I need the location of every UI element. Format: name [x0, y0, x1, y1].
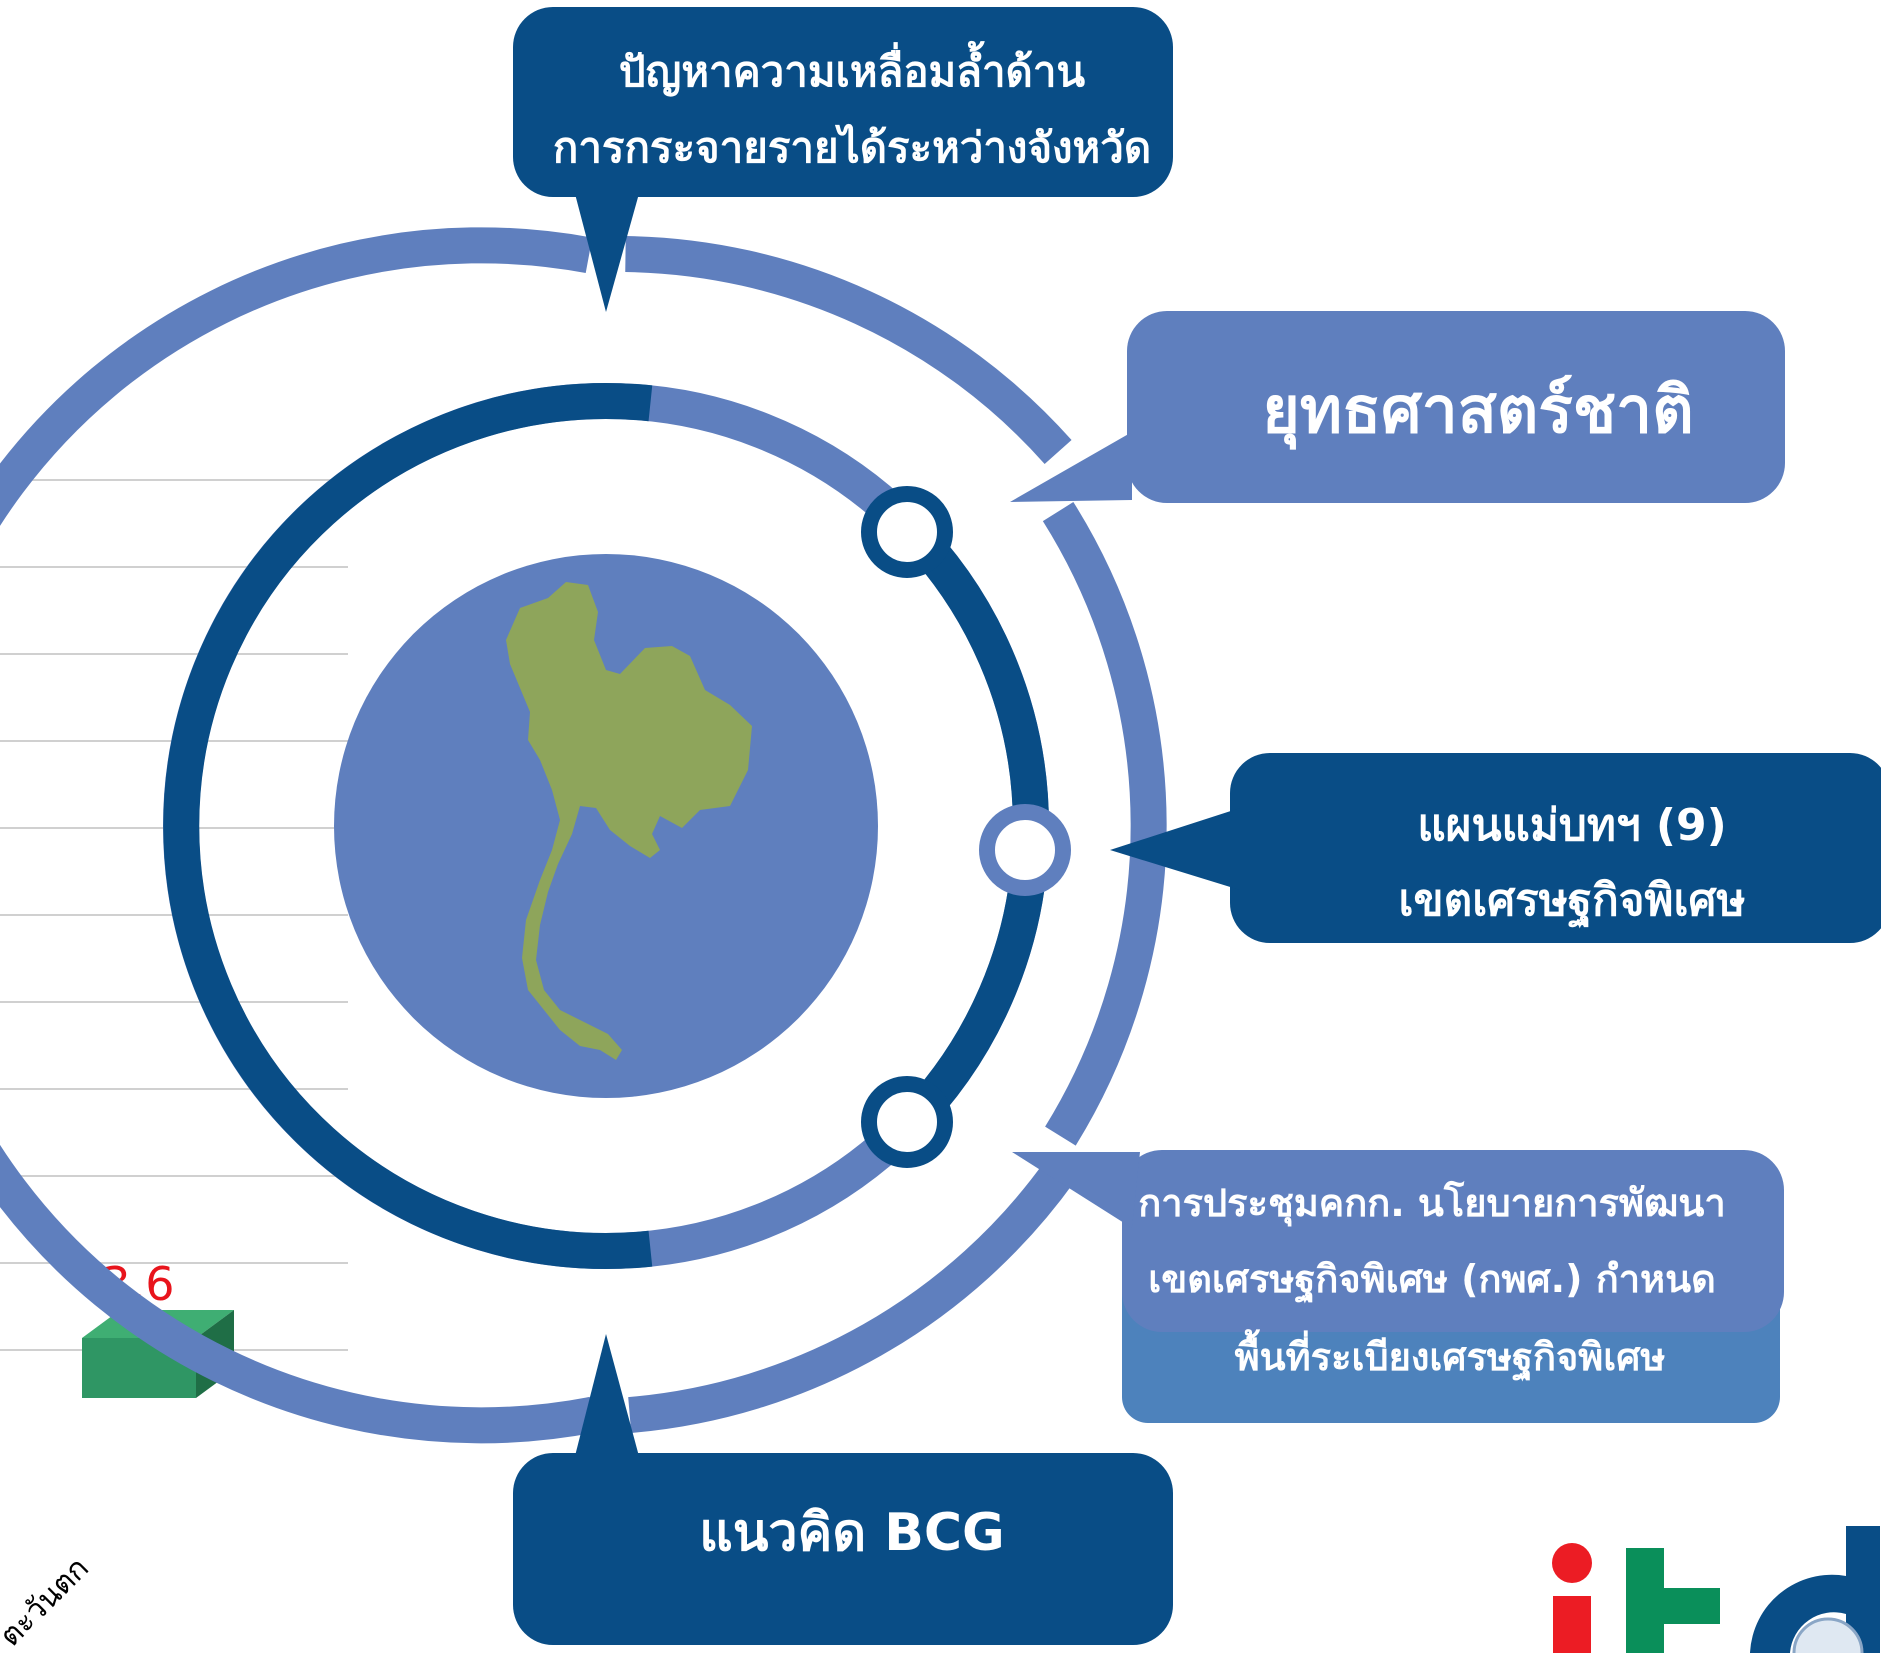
callout-bcg-pointer: [574, 1334, 640, 1460]
callout-meeting-line2: เขตเศรษฐกิจพิเศษ (กพศ.) กำหนด: [1148, 1257, 1716, 1304]
callout-top-pointer: [574, 190, 640, 312]
callout-masterplan: แผนแม่บทฯ (9) เขตเศรษฐกิจพิเศษ: [1110, 753, 1881, 943]
callout-bcg-box: [513, 1453, 1173, 1645]
inner-ring-left-dark-arc: [163, 383, 653, 1269]
callout-masterplan-line2: เขตเศรษฐกิจพิเศษ: [1399, 875, 1746, 928]
callout-masterplan-box: [1230, 753, 1881, 943]
logo-i-stem: [1553, 1596, 1591, 1653]
node-strategy: [861, 486, 953, 578]
callout-masterplan-pointer: [1110, 808, 1240, 890]
outer-ring: [0, 227, 1167, 1444]
callout-masterplan-line1: แผนแม่บทฯ (9): [1417, 800, 1726, 851]
callout-meeting-pointer: [1012, 1152, 1140, 1228]
node-meeting: [861, 1076, 953, 1168]
callout-strategy-pointer: [1010, 432, 1132, 502]
callout-meeting: การประชุมคกก. นโยบายการพัฒนา เขตเศรษฐกิจ…: [1012, 1150, 1784, 1423]
callout-top-line1: ปัญหาความเหลื่อมล้ำด้าน: [619, 40, 1086, 97]
callout-top-line2: การกระจายรายได้ระหว่างจังหวัด: [553, 123, 1151, 172]
node-masterplan: [979, 804, 1071, 896]
callout-top: ปัญหาความเหลื่อมล้ำด้าน การกระจายรายได้ร…: [513, 7, 1173, 312]
itd-logo: itd: [1552, 1526, 1880, 1653]
callout-bcg: แนวคิด BCG: [513, 1334, 1173, 1645]
globe-icon: [1792, 1617, 1864, 1653]
callout-strategy-label: ยุทธศาสตร์ชาติ: [1262, 374, 1693, 450]
axis-category-label: ตะวันตก: [0, 1551, 96, 1653]
logo-i-dot: [1552, 1543, 1592, 1583]
callout-meeting-line3: พื้นที่ระเบียงเศรษฐกิจพิเศษ: [1235, 1329, 1666, 1382]
callout-meeting-line1: การประชุมคกก. นโยบายการพัฒนา: [1138, 1180, 1725, 1227]
callout-strategy: ยุทธศาสตร์ชาติ: [1010, 311, 1785, 503]
callout-top-box: [513, 7, 1173, 197]
logo-t-bar: [1626, 1588, 1720, 1624]
center-circle: [334, 554, 878, 1098]
outer-ring-bottom-right-arc: [628, 1159, 1076, 1433]
ring-nodes: [861, 486, 1071, 1168]
outer-ring-right-arc: [1042, 502, 1167, 1146]
outer-ring-left-arc: [0, 227, 597, 1444]
logo-d-bowl: [1750, 1574, 1846, 1653]
callout-bcg-label: แนวคิด BCG: [699, 1503, 1004, 1563]
background-chart: 3.6 ตะวันตก: [0, 479, 348, 1653]
outer-ring-top-right-arc: [625, 236, 1072, 464]
callout-meeting-box: [1122, 1150, 1784, 1332]
thailand-map: [506, 582, 752, 1060]
callout-strategy-box: [1127, 311, 1785, 503]
